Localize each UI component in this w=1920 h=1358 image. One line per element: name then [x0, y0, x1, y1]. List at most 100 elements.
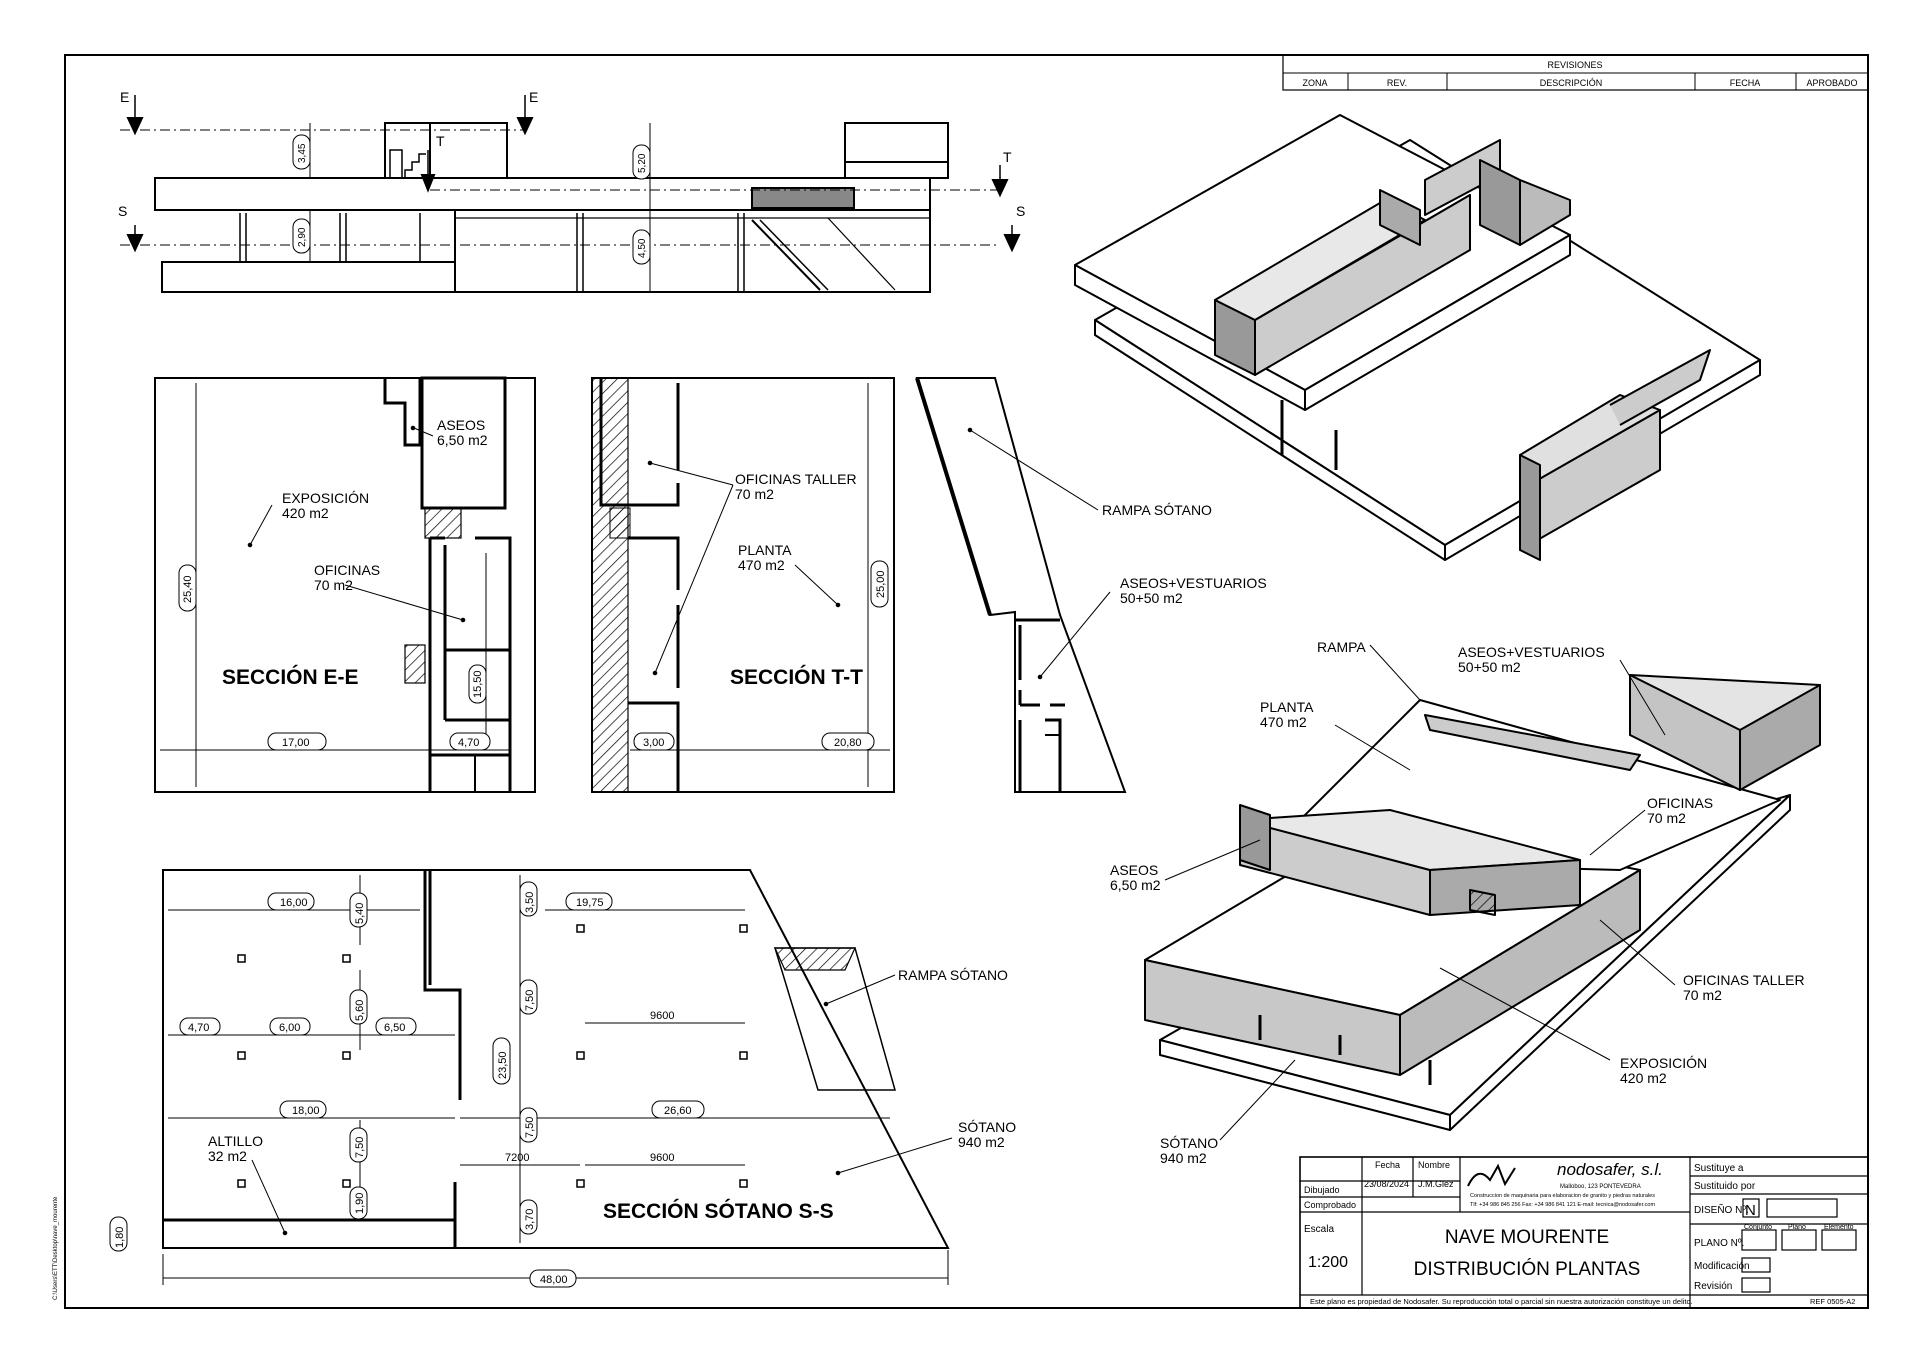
- dim-s-2350: 23,50: [497, 1051, 509, 1079]
- tb-company-desc: Construccion de maquinaria para elaborac…: [1470, 1193, 1655, 1199]
- elevation-labels: E E T T S S 3,45 2,90 5,20 4,50: [118, 89, 1025, 258]
- tb-sustituido: Sustituido por: [1694, 1181, 1756, 1192]
- dim-e-2: 15,50: [472, 670, 484, 698]
- revisions-col-aprobado: APROBADO: [1806, 78, 1857, 88]
- section-t-labels: SECCIÓN T-T OFICINAS TALLER 70 m2 PLANTA…: [643, 471, 1267, 749]
- axonometric-top: [1074, 114, 1761, 561]
- tb-sustituye: Sustituye a: [1694, 1163, 1744, 1174]
- elevation-view: [120, 95, 1021, 293]
- dim-s-750b: 7,50: [354, 1137, 366, 1158]
- cut-label-t-right: T: [1003, 149, 1012, 165]
- area-oficinas-axo: 70 m2: [1647, 810, 1686, 826]
- section-s-plan: [109, 869, 953, 1288]
- cut-label-t-left: T: [436, 133, 445, 149]
- dim-e-4: 4,70: [458, 737, 479, 749]
- dim-elev-4: 4,50: [637, 238, 648, 258]
- area-oficinas-taller-axo: 70 m2: [1683, 987, 1722, 1003]
- label-oficinas-taller-t: OFICINAS TALLER: [735, 471, 857, 487]
- revisions-title: REVISIONES: [1547, 60, 1602, 70]
- tb-title-line2: DISTRIBUCIÓN PLANTAS: [1414, 1258, 1641, 1280]
- area-aseos-e: 6,50 m2: [437, 432, 488, 448]
- tb-title-line1: NAVE MOURENTE: [1445, 1227, 1609, 1248]
- dim-t-3: 20,80: [834, 737, 862, 749]
- dim-s-750a: 7,50: [524, 990, 536, 1011]
- area-oficinas-taller-t: 70 m2: [735, 486, 774, 502]
- tb-dibujado-label: Dibujado: [1304, 1185, 1340, 1195]
- tb-diseno-label: DISEÑO Nº.: [1694, 1203, 1749, 1216]
- dim-s-600: 6,00: [279, 1022, 300, 1034]
- dim-s-9600b: 9600: [650, 1152, 674, 1164]
- section-e-plan: [154, 376, 536, 793]
- revisions-col-descripcion: DESCRIPCIÓN: [1540, 78, 1603, 88]
- dim-s-190: 1,90: [354, 1193, 366, 1214]
- title-block-text: Fecha Nombre Dibujado 23/08/2024 J.M.Gle…: [1304, 1160, 1855, 1306]
- label-rampa-sotano-s: RAMPA SÓTANO: [898, 967, 1008, 983]
- dim-s-370: 3,70: [524, 1209, 536, 1230]
- axonometric-bottom-labels: RAMPA ASEOS+VESTUARIOS 50+50 m2 PLANTA 4…: [1110, 639, 1805, 1166]
- tb-nombre-label: Nombre: [1418, 1160, 1450, 1170]
- dim-s-180: 1,80: [114, 1227, 126, 1248]
- section-s-labels: SECCIÓN SÓTANO S-S RAMPA SÓTANO ALTILLO …: [114, 892, 1016, 1286]
- dim-s-9600a: 9600: [650, 1010, 674, 1022]
- section-t-plan: [591, 377, 1127, 793]
- dim-e-3: 17,00: [282, 737, 310, 749]
- tb-company-name: nodosafer, s.l.: [1557, 1160, 1663, 1179]
- axonometric-bottom: [1144, 644, 1821, 1141]
- dim-s-750c: 7,50: [524, 1117, 536, 1138]
- label-aseos-axo: ASEOS: [1110, 862, 1158, 878]
- area-aseos-axo: 6,50 m2: [1110, 877, 1161, 893]
- section-e-title: SECCIÓN E-E: [222, 665, 359, 689]
- dim-t-1: 25,00: [875, 570, 887, 598]
- label-planta-t: PLANTA: [738, 542, 792, 558]
- area-planta-axo: 470 m2: [1260, 714, 1307, 730]
- tb-company-contact: Tlf: +34 986 845 256 Fax: +34 986 841 12…: [1470, 1202, 1655, 1208]
- label-oficinas-taller-axo: OFICINAS TALLER: [1683, 972, 1805, 988]
- label-rampa-axo: RAMPA: [1317, 639, 1366, 655]
- dim-s-7200: 7200: [505, 1152, 529, 1164]
- tb-escala-label: Escala: [1304, 1224, 1334, 1235]
- dim-s-4800: 48,00: [540, 1274, 568, 1286]
- area-aseos-vestuarios-t: 50+50 m2: [1120, 590, 1183, 606]
- dim-s-16: 16,00: [280, 897, 308, 909]
- label-sotano-s: SÓTANO: [958, 1119, 1016, 1135]
- label-oficinas-axo: OFICINAS: [1647, 795, 1713, 811]
- section-t-title: SECCIÓN T-T: [730, 665, 863, 689]
- label-altillo-s: ALTILLO: [208, 1133, 263, 1149]
- dim-s-2660: 26,60: [664, 1105, 692, 1117]
- tb-company-address: Malloboo, 123 PONTEVEDRA: [1560, 1184, 1641, 1190]
- label-oficinas-e: OFICINAS: [314, 562, 380, 578]
- label-exposicion-axo: EXPOSICIÓN: [1620, 1055, 1707, 1071]
- area-altillo-s: 32 m2: [208, 1148, 247, 1164]
- tb-elemento-label: Elemento: [1824, 1224, 1854, 1231]
- dim-elev-2: 2,90: [297, 227, 308, 247]
- tb-conjunto-label: Conjunto: [1744, 1224, 1772, 1231]
- area-exposicion-e: 420 m2: [282, 505, 329, 521]
- dim-s-350: 3,50: [524, 892, 536, 913]
- dim-s-560: 5,60: [354, 1000, 366, 1021]
- tb-footer-note: Este plano es propiedad de Nodosafer. Su…: [1310, 1297, 1693, 1306]
- tb-diseno-value: N: [1745, 1202, 1756, 1219]
- dim-s-540: 5,40: [354, 903, 366, 924]
- tb-escala-value: 1:200: [1308, 1254, 1348, 1271]
- tb-revision-label: Revisión: [1694, 1281, 1732, 1292]
- tb-plano-label: PLANO Nº.: [1694, 1238, 1744, 1249]
- tb-code: REF 0505-A2: [1810, 1297, 1855, 1306]
- cut-label-s-right: S: [1016, 203, 1025, 219]
- area-sotano-s: 940 m2: [958, 1134, 1005, 1150]
- label-sotano-axo: SÓTANO: [1160, 1135, 1218, 1151]
- tb-fecha-label: Fecha: [1375, 1160, 1400, 1170]
- dim-e-1: 25,40: [182, 575, 194, 603]
- title-block: [1299, 1156, 1869, 1309]
- tb-comprobado-label: Comprobado: [1304, 1200, 1356, 1210]
- revisions-col-fecha: FECHA: [1730, 78, 1761, 88]
- tb-modificacion-label: Modificación: [1694, 1261, 1750, 1272]
- dim-s-1975: 19,75: [576, 897, 604, 909]
- dim-elev-1: 3,45: [297, 143, 308, 163]
- label-planta-axo: PLANTA: [1260, 699, 1314, 715]
- company-logo: [1467, 1163, 1516, 1187]
- dim-t-2: 3,00: [643, 737, 664, 749]
- tb-plano-col-label: Plano: [1788, 1224, 1806, 1231]
- area-aseos-vestuarios-axo: 50+50 m2: [1458, 659, 1521, 675]
- tb-dibujado-nombre: J.M.Glez: [1418, 1179, 1454, 1189]
